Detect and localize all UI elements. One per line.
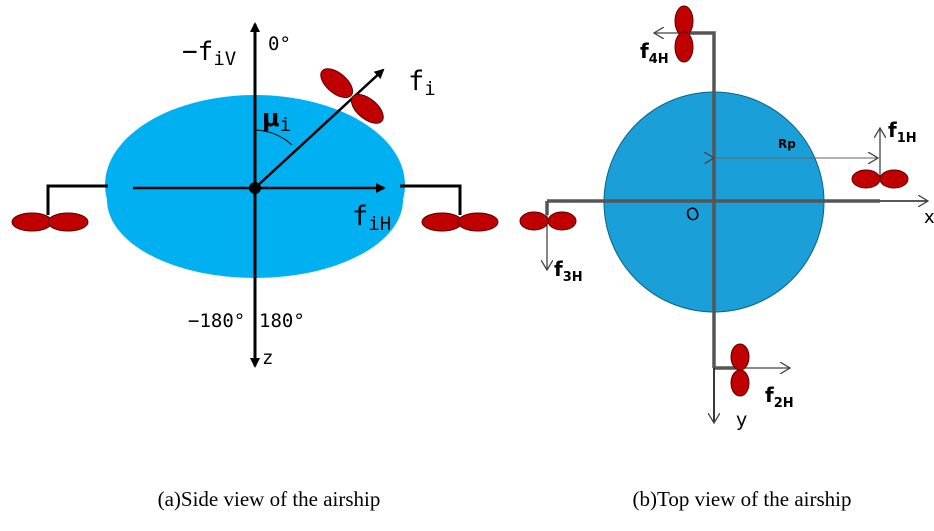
- top-y-axis-label: y: [736, 409, 747, 431]
- top-f1-label: f1H: [888, 118, 917, 146]
- side-angle-label: μi: [262, 104, 291, 136]
- top-propeller-3: [519, 211, 577, 231]
- side-origin-dot: [249, 182, 261, 194]
- top-propeller-4: [674, 5, 694, 63]
- top-arm-4: [684, 31, 716, 312]
- side-up-force-label: −fiV: [182, 37, 236, 70]
- side-z-axis-label: z: [262, 347, 273, 369]
- side-view: −fiV 0° fi μi fiH −180° 180° z (a)Side v…: [11, 22, 499, 511]
- top-f4-label: f4H: [640, 39, 669, 67]
- top-origin-label: O: [683, 203, 702, 226]
- top-f2-label: f2H: [765, 383, 794, 411]
- top-x-axis-label: x: [924, 207, 934, 228]
- side-pos180-label: 180°: [259, 310, 305, 332]
- side-tilted-propeller: [320, 68, 384, 124]
- side-thrust-vector: [254, 68, 385, 189]
- side-neg180-label: −180°: [188, 310, 245, 332]
- side-horizontal-force-label: fiH: [352, 201, 391, 235]
- top-propeller-1: [851, 169, 909, 189]
- top-f3-label: f3H: [554, 257, 583, 285]
- side-left-propeller: [11, 212, 89, 232]
- top-propeller-2: [730, 343, 750, 397]
- side-angle-arc: [254, 129, 293, 146]
- top-radius-label: Rp: [778, 137, 796, 151]
- side-force-label: fi: [408, 66, 436, 100]
- side-right-propeller: [421, 212, 499, 232]
- side-right-arm: [400, 184, 462, 215]
- side-left-arm: [46, 184, 108, 215]
- top-view-caption: (b)Top view of the airship: [633, 487, 852, 511]
- side-zero-degree-label: 0°: [268, 33, 291, 55]
- top-view: Rp O x y f1H f2H f3H f4H (b)Top view of …: [519, 5, 934, 511]
- side-view-caption: (a)Side view of the airship: [158, 487, 381, 511]
